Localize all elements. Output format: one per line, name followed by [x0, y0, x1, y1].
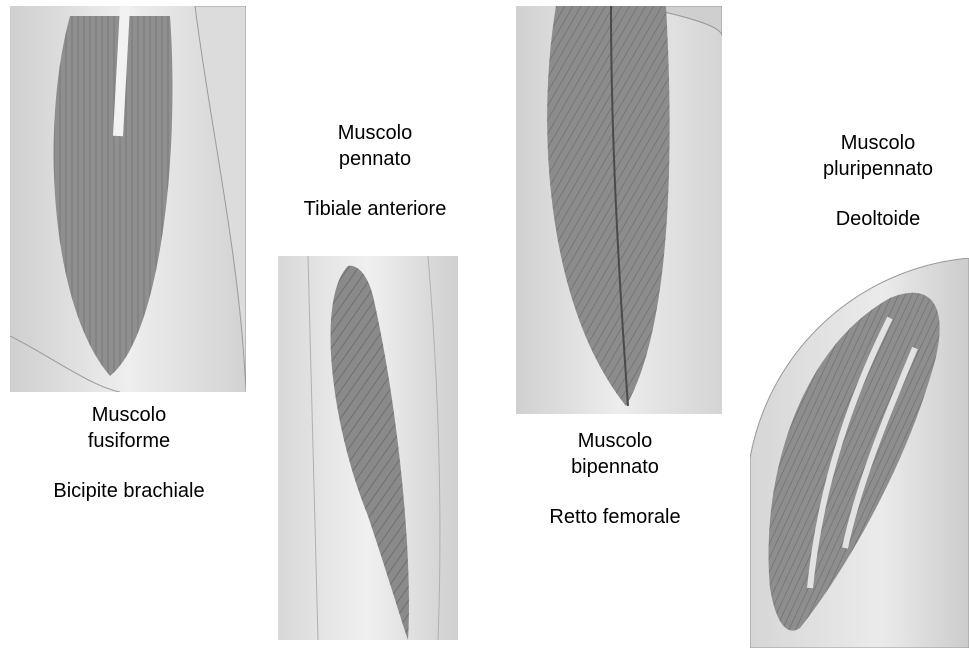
fusiform-caption: Muscolo fusiforme Bicipite brachiale — [20, 402, 238, 504]
muscle-type-name: fusiforme — [20, 428, 238, 454]
muscle-example: Deoltoide — [790, 206, 966, 232]
bipennate-caption: Muscolo bipennato Retto femorale — [510, 428, 720, 530]
fusiform-muscle-illustration — [10, 6, 246, 392]
pennate-muscle-illustration — [278, 256, 458, 640]
multipennate-muscle-illustration — [750, 258, 969, 648]
muscle-type-label: Muscolo — [275, 120, 475, 146]
muscle-example: Retto femorale — [510, 504, 720, 530]
muscle-type-label: Muscolo — [20, 402, 238, 428]
muscle-example: Bicipite brachiale — [20, 478, 238, 504]
muscle-type-name: pluripennato — [790, 156, 966, 182]
muscle-type-label: Muscolo — [790, 130, 966, 156]
muscle-type-name: bipennato — [510, 454, 720, 480]
bipennate-muscle-illustration — [516, 6, 722, 414]
muscle-example: Tibiale anteriore — [275, 196, 475, 222]
muscle-type-label: Muscolo — [510, 428, 720, 454]
pennate-caption: Muscolo pennato Tibiale anteriore — [275, 120, 475, 222]
muscle-type-name: pennato — [275, 146, 475, 172]
multipennate-caption: Muscolo pluripennato Deoltoide — [790, 130, 966, 232]
